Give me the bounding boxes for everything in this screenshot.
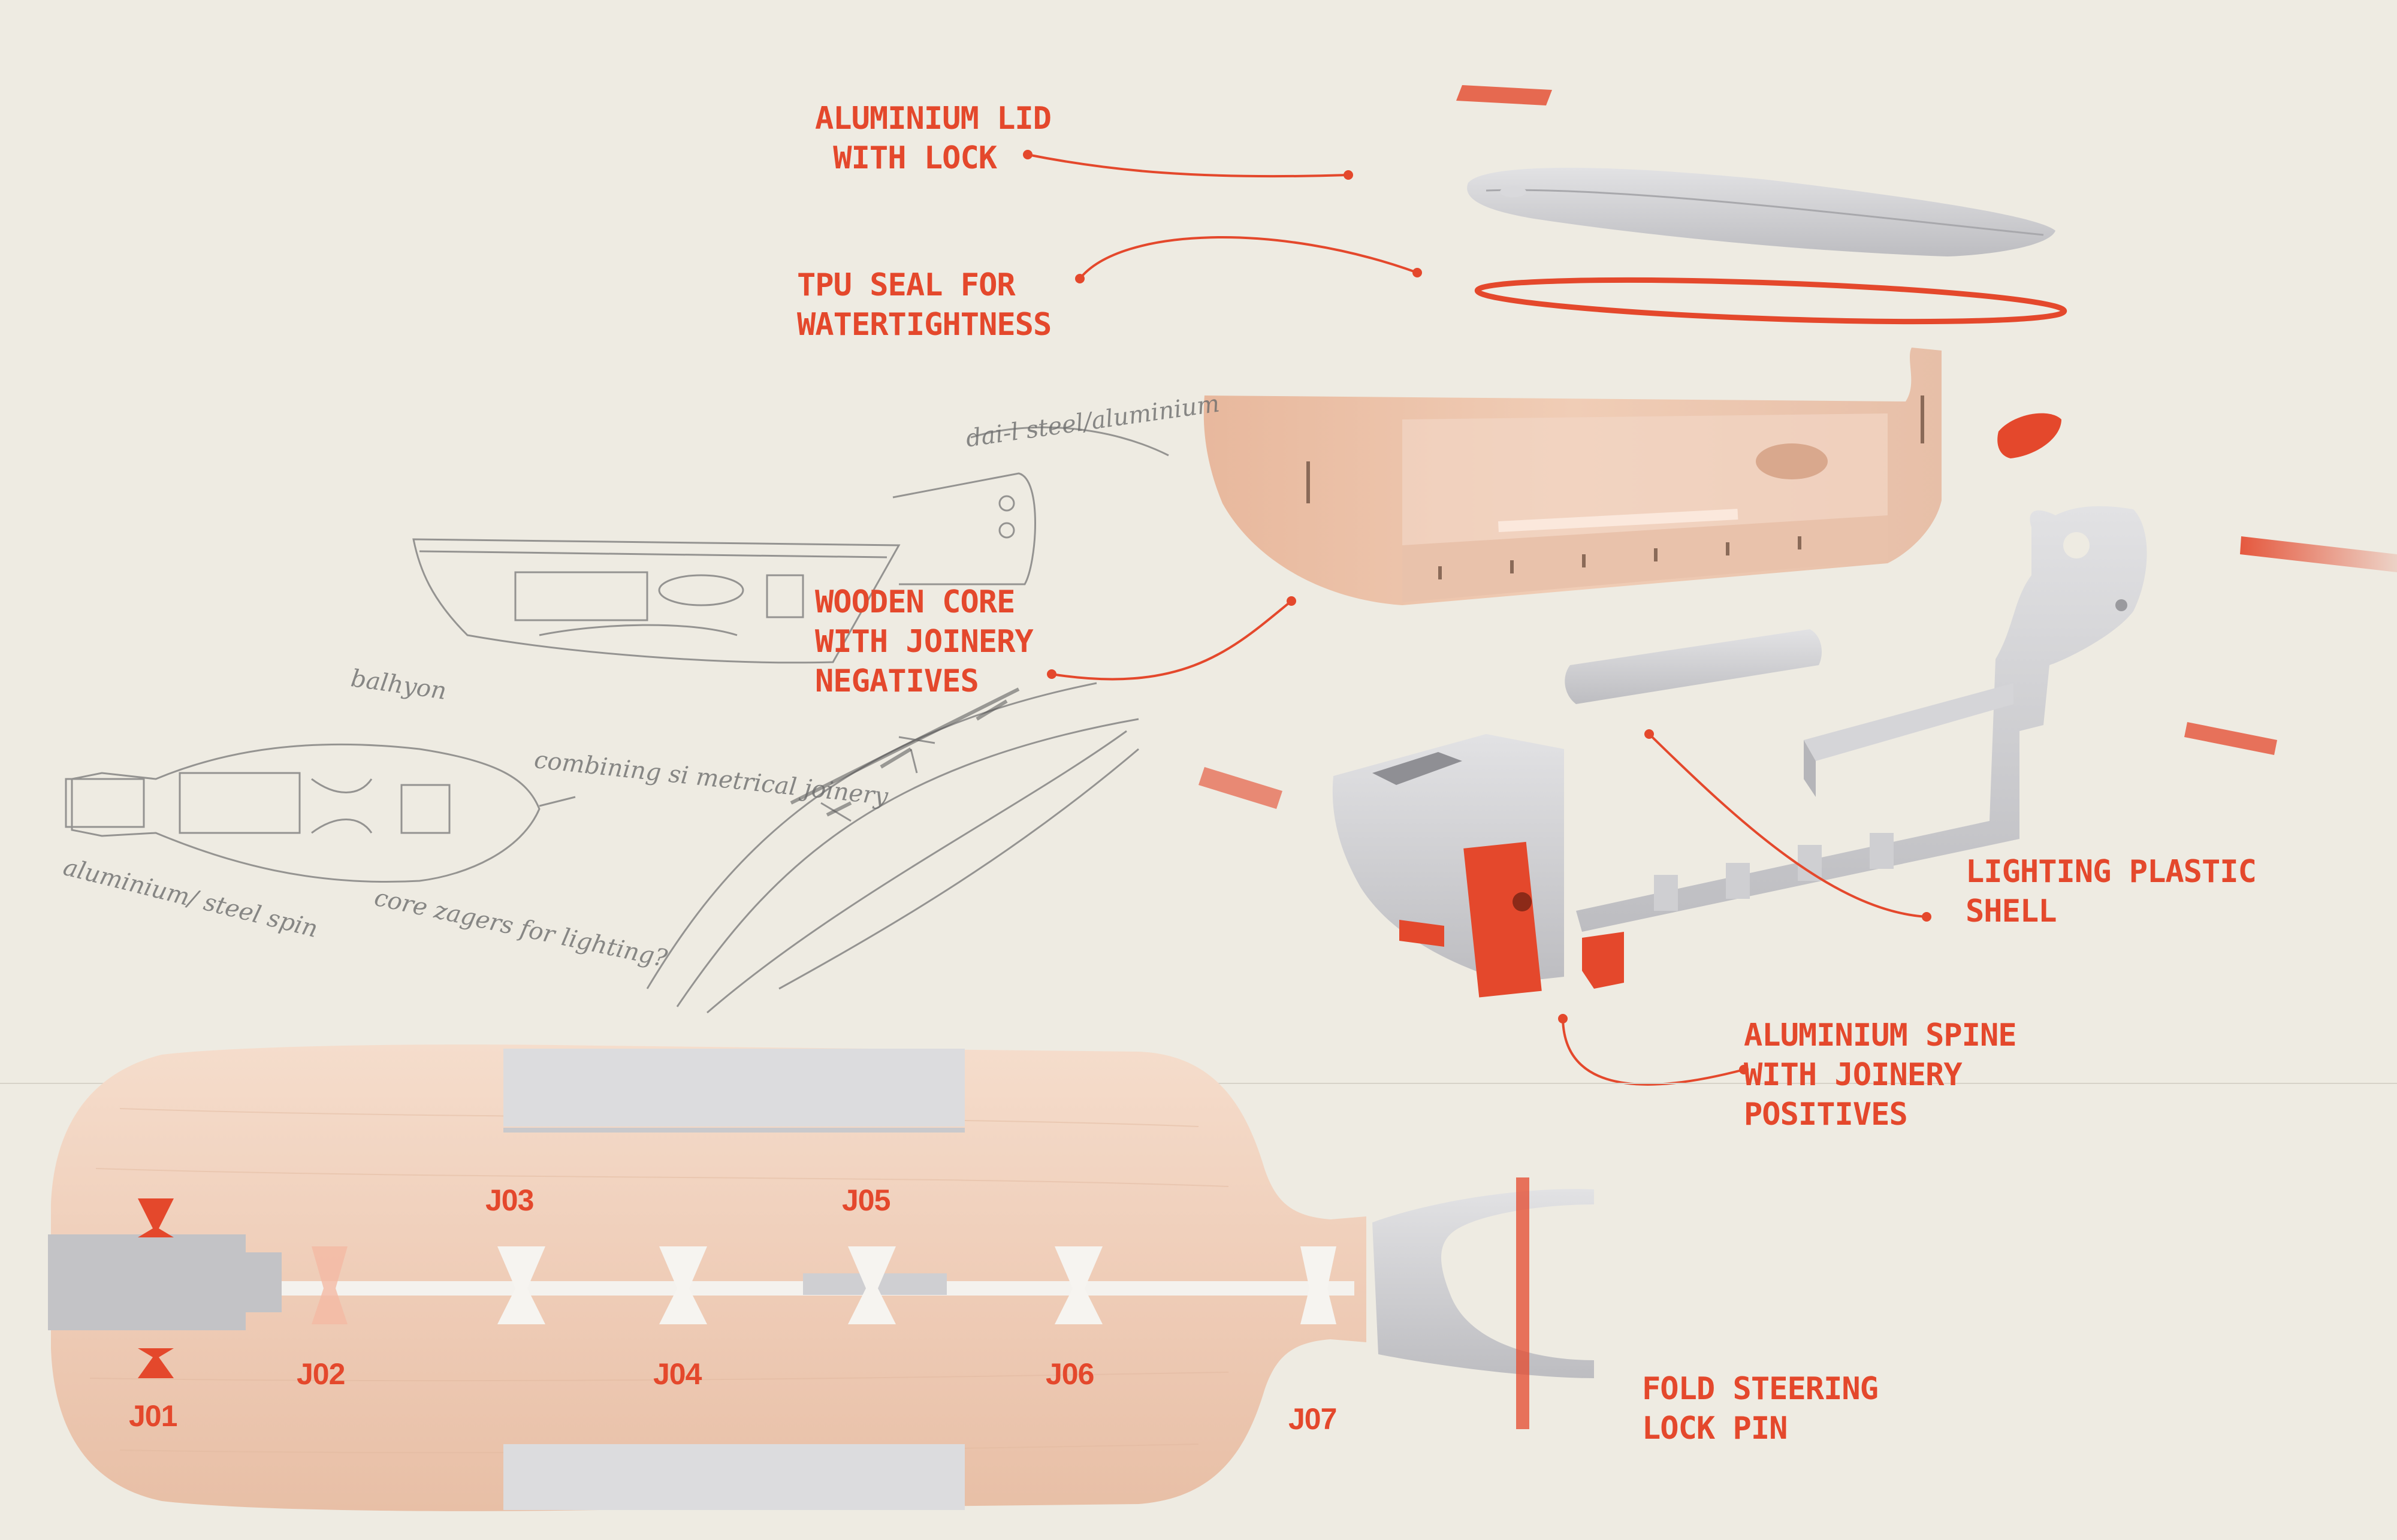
- aluminium-lid: [1467, 168, 2055, 256]
- board-top-view: [48, 1044, 1594, 1511]
- sketch-hatch: [790, 687, 1020, 817]
- joint-label-j01: J01: [129, 1399, 177, 1433]
- joint-label-j04: J04: [653, 1357, 702, 1391]
- lock-piece: [1456, 85, 1552, 105]
- red-cap: [1997, 413, 2061, 458]
- callout-lighting-shell: LIGHTING PLASTIC SHELL: [1966, 854, 2257, 929]
- pin-pieces: [1198, 536, 2397, 809]
- tpu-seal: [1474, 277, 2067, 325]
- joint-markers: [138, 1198, 1336, 1378]
- wooden-core: [1203, 348, 1942, 605]
- joint-label-j05: J05: [842, 1183, 890, 1217]
- joint-label-j03: J03: [485, 1183, 534, 1217]
- callout-aluminium-lid: ALUMINIUM LID WITH LOCK: [815, 101, 1052, 176]
- leader-dots: [1023, 150, 1931, 1074]
- joint-label-j02: J02: [297, 1357, 345, 1391]
- pencil-sketch: [65, 426, 1169, 1014]
- joint-label-j07: J07: [1288, 1402, 1337, 1436]
- lighting-shell-bar: [1565, 629, 1822, 704]
- callout-aluminium-spine: ALUMINIUM SPINE WITH JOINERY POSITIVES: [1744, 1017, 2017, 1133]
- callout-tpu-seal: TPU SEAL FOR WATERTIGHTNESS: [797, 267, 1052, 343]
- lighting-housing: [1332, 734, 1624, 998]
- aluminium-spine: [1576, 506, 2147, 932]
- callout-steering-lock-pin: FOLD STEERING LOCK PIN: [1642, 1371, 1879, 1447]
- callout-wooden-core: WOODEN CORE WITH JOINERY NEGATIVES: [815, 584, 1034, 699]
- leader-lines: [1027, 153, 1927, 1086]
- joint-label-j06: J06: [1046, 1357, 1094, 1391]
